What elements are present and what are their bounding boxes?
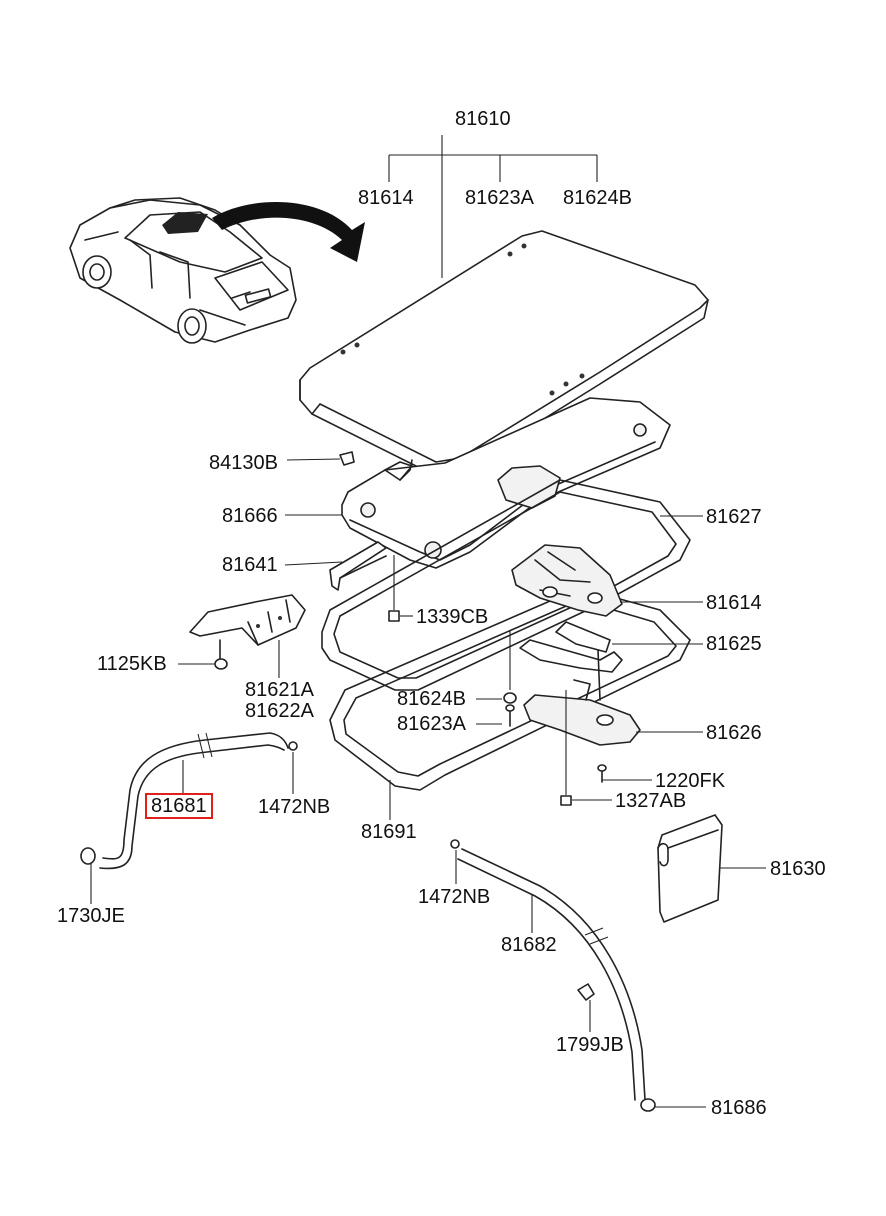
leader-lines [90,514,766,1108]
hose-81682 [450,839,656,1112]
label-81630: 81630 [770,858,826,880]
label-81621A: 81621A [245,679,314,701]
label-81622A: 81622A [245,700,314,722]
label-81624B: 81624B [397,688,466,710]
nut-1339CB [388,555,413,622]
label-1472NB-a: 1472NB [258,796,331,818]
cover-81626 [523,649,641,746]
label-1730JE: 1730JE [57,905,125,927]
label-81614: 81614 [706,592,762,614]
label-81686: 81686 [711,1097,767,1119]
nut-1327AB [560,690,572,806]
label-81625: 81625 [706,633,762,655]
sunroof-mark [162,212,208,234]
motor-81614 [511,544,623,617]
label-1327AB: 1327AB [615,790,687,812]
label-1220FK: 1220FK [655,770,726,792]
hose-81681 [80,732,298,870]
label-81624B-top: 81624B [563,187,632,209]
guide-81625 [519,621,623,673]
label-81623A-top: 81623A [465,187,534,209]
seal-81627 [321,479,691,691]
label-84130B: 84130B [209,452,278,474]
tree-81610 [388,135,598,278]
label-81681-highlighted: 81681 [145,793,213,819]
label-1799JB: 1799JB [556,1034,624,1056]
label-1125KB: 1125KB [97,653,167,675]
frame-81691 [329,587,691,791]
label-1472NB-b: 1472NB [418,886,491,908]
label-81627: 81627 [706,506,762,528]
bracket-81621A [189,594,306,646]
screw-81623A [505,704,515,727]
label-81610: 81610 [455,108,511,130]
label-81641: 81641 [222,554,278,576]
label-81682: 81682 [501,934,557,956]
rail-81641 [329,541,387,591]
label-81614-top: 81614 [358,187,414,209]
sunroof-glass [299,230,709,475]
label-81623A: 81623A [397,713,466,735]
label-81666: 81666 [222,505,278,527]
label-1339CB: 1339CB [416,606,489,628]
screw-84130B [286,451,355,466]
washer-81624B [503,630,517,704]
sunroof-frame [341,397,671,569]
screw-1125KB [178,639,228,670]
part-81630 [657,814,723,923]
label-81691: 81691 [361,821,417,843]
label-81626: 81626 [706,722,762,744]
car-illustration [69,197,365,344]
